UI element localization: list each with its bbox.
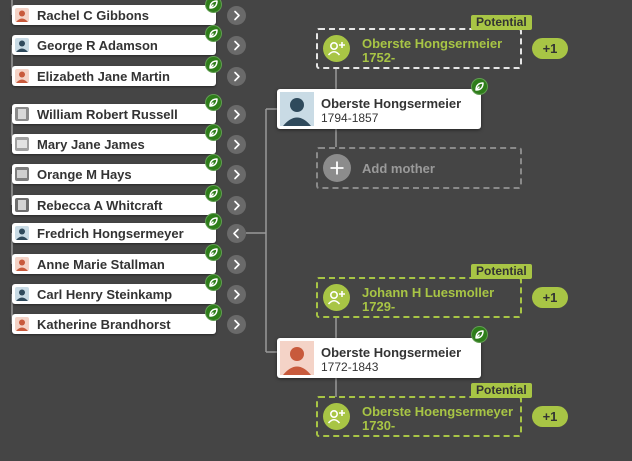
female-portrait-icon	[15, 317, 29, 331]
more-potentials-count[interactable]: +1	[532, 38, 568, 59]
person-name: Anne Marie Stallman	[37, 257, 165, 272]
potential-person-name: Johann H Luesmoller	[362, 285, 495, 300]
person-name: Oberste Hongsermeier	[321, 96, 462, 111]
potential-person-dates: 1729-	[362, 299, 396, 314]
male-portrait-icon	[15, 287, 29, 301]
person-name: Carl Henry Steinkamp	[37, 287, 173, 302]
person-dates: 1772-1843	[321, 360, 379, 374]
document-photo-icon	[15, 198, 29, 212]
female-portrait-icon	[15, 8, 29, 22]
potential-person-name: Oberste Hoengsermeyer	[362, 404, 514, 419]
person-name: Elizabeth Jane Martin	[37, 69, 170, 84]
person-card-fredrich-hongsermeyer[interactable]: Fredrich Hongsermeyer	[12, 223, 216, 243]
person-card-orange-m-hays[interactable]: Orange M Hays	[12, 164, 216, 184]
male-portrait-icon	[15, 38, 29, 52]
potential-badge: Potential	[471, 264, 532, 279]
record-hint-leaf-icon[interactable]	[205, 154, 222, 171]
document-photo-icon	[15, 137, 29, 151]
add-person-icon[interactable]	[323, 403, 350, 430]
record-hint-leaf-icon[interactable]	[205, 213, 222, 230]
record-hint-leaf-icon[interactable]	[471, 326, 488, 343]
record-hint-leaf-icon[interactable]	[205, 304, 222, 321]
expand-chevron-right-icon[interactable]	[227, 285, 246, 304]
record-hint-leaf-icon[interactable]	[471, 78, 488, 95]
female-portrait-icon	[15, 257, 29, 271]
potential-father-card[interactable]: Johann H Luesmoller 1729-	[316, 277, 522, 318]
person-card-william-robert-russell[interactable]: William Robert Russell	[12, 104, 216, 124]
expand-chevron-right-icon[interactable]	[227, 196, 246, 215]
person-name: William Robert Russell	[37, 107, 178, 122]
add-mother-label: Add mother	[362, 161, 435, 176]
person-card-mary-jane-james[interactable]: Mary Jane James	[12, 134, 216, 154]
person-name: Rebecca A Whitcraft	[37, 198, 163, 213]
record-hint-leaf-icon[interactable]	[205, 25, 222, 42]
expand-chevron-right-icon[interactable]	[227, 105, 246, 124]
record-hint-leaf-icon[interactable]	[205, 124, 222, 141]
record-hint-leaf-icon[interactable]	[205, 185, 222, 202]
expand-chevron-right-icon[interactable]	[227, 135, 246, 154]
add-mother-button[interactable]: Add mother	[316, 147, 522, 189]
female-portrait-icon	[15, 69, 29, 83]
record-hint-leaf-icon[interactable]	[205, 244, 222, 261]
person-card-anne-marie-stallman[interactable]: Anne Marie Stallman	[12, 254, 216, 274]
expand-chevron-right-icon[interactable]	[227, 67, 246, 86]
collapse-chevron-left-icon[interactable]	[227, 224, 246, 243]
female-portrait-icon	[280, 341, 314, 375]
expand-chevron-right-icon[interactable]	[227, 315, 246, 334]
potential-badge: Potential	[471, 15, 532, 30]
expand-chevron-right-icon[interactable]	[227, 255, 246, 274]
person-dates: 1794-1857	[321, 111, 379, 125]
potential-badge: Potential	[471, 383, 532, 398]
potential-person-name: Oberste Hongsermeier	[362, 36, 503, 51]
record-hint-leaf-icon[interactable]	[205, 274, 222, 291]
person-card-mother[interactable]: Oberste Hongsermeier 1772-1843	[277, 338, 481, 378]
potential-mother-card[interactable]: Oberste Hoengsermeyer 1730-	[316, 396, 522, 437]
person-card-father[interactable]: Oberste Hongsermeier 1794-1857	[277, 89, 481, 129]
person-name: Rachel C Gibbons	[37, 8, 149, 23]
expand-chevron-right-icon[interactable]	[227, 165, 246, 184]
more-potentials-count[interactable]: +1	[532, 406, 568, 427]
person-name: Katherine Brandhorst	[37, 317, 171, 332]
more-potentials-count[interactable]: +1	[532, 287, 568, 308]
person-card-carl-henry-steinkamp[interactable]: Carl Henry Steinkamp	[12, 284, 216, 304]
person-card-katherine-brandhorst[interactable]: Katherine Brandhorst	[12, 314, 216, 334]
person-name: Orange M Hays	[37, 167, 132, 182]
person-name: Mary Jane James	[37, 137, 145, 152]
potential-father-card[interactable]: Oberste Hongsermeier 1752-	[316, 28, 522, 69]
potential-person-dates: 1730-	[362, 418, 396, 433]
person-card-rachel-c-gibbons[interactable]: Rachel C Gibbons	[12, 5, 216, 25]
document-photo-icon	[15, 167, 29, 181]
person-name: Fredrich Hongsermeyer	[37, 226, 184, 241]
expand-chevron-right-icon[interactable]	[227, 36, 246, 55]
document-photo-icon	[15, 107, 29, 121]
record-hint-leaf-icon[interactable]	[205, 0, 222, 13]
male-portrait-icon	[280, 92, 314, 126]
expand-chevron-right-icon[interactable]	[227, 6, 246, 25]
add-person-icon[interactable]	[323, 284, 350, 311]
record-hint-leaf-icon[interactable]	[205, 56, 222, 73]
person-card-rebecca-a-whitcraft[interactable]: Rebecca A Whitcraft	[12, 195, 216, 215]
person-name: Oberste Hongsermeier	[321, 345, 462, 360]
potential-person-dates: 1752-	[362, 50, 396, 65]
male-portrait-icon	[15, 226, 29, 240]
person-name: George R Adamson	[37, 38, 158, 53]
record-hint-leaf-icon[interactable]	[205, 94, 222, 111]
add-person-icon[interactable]	[323, 35, 350, 62]
person-card-elizabeth-jane-martin[interactable]: Elizabeth Jane Martin	[12, 66, 216, 86]
person-card-george-r-adamson[interactable]: George R Adamson	[12, 35, 216, 55]
plus-icon	[323, 154, 351, 182]
